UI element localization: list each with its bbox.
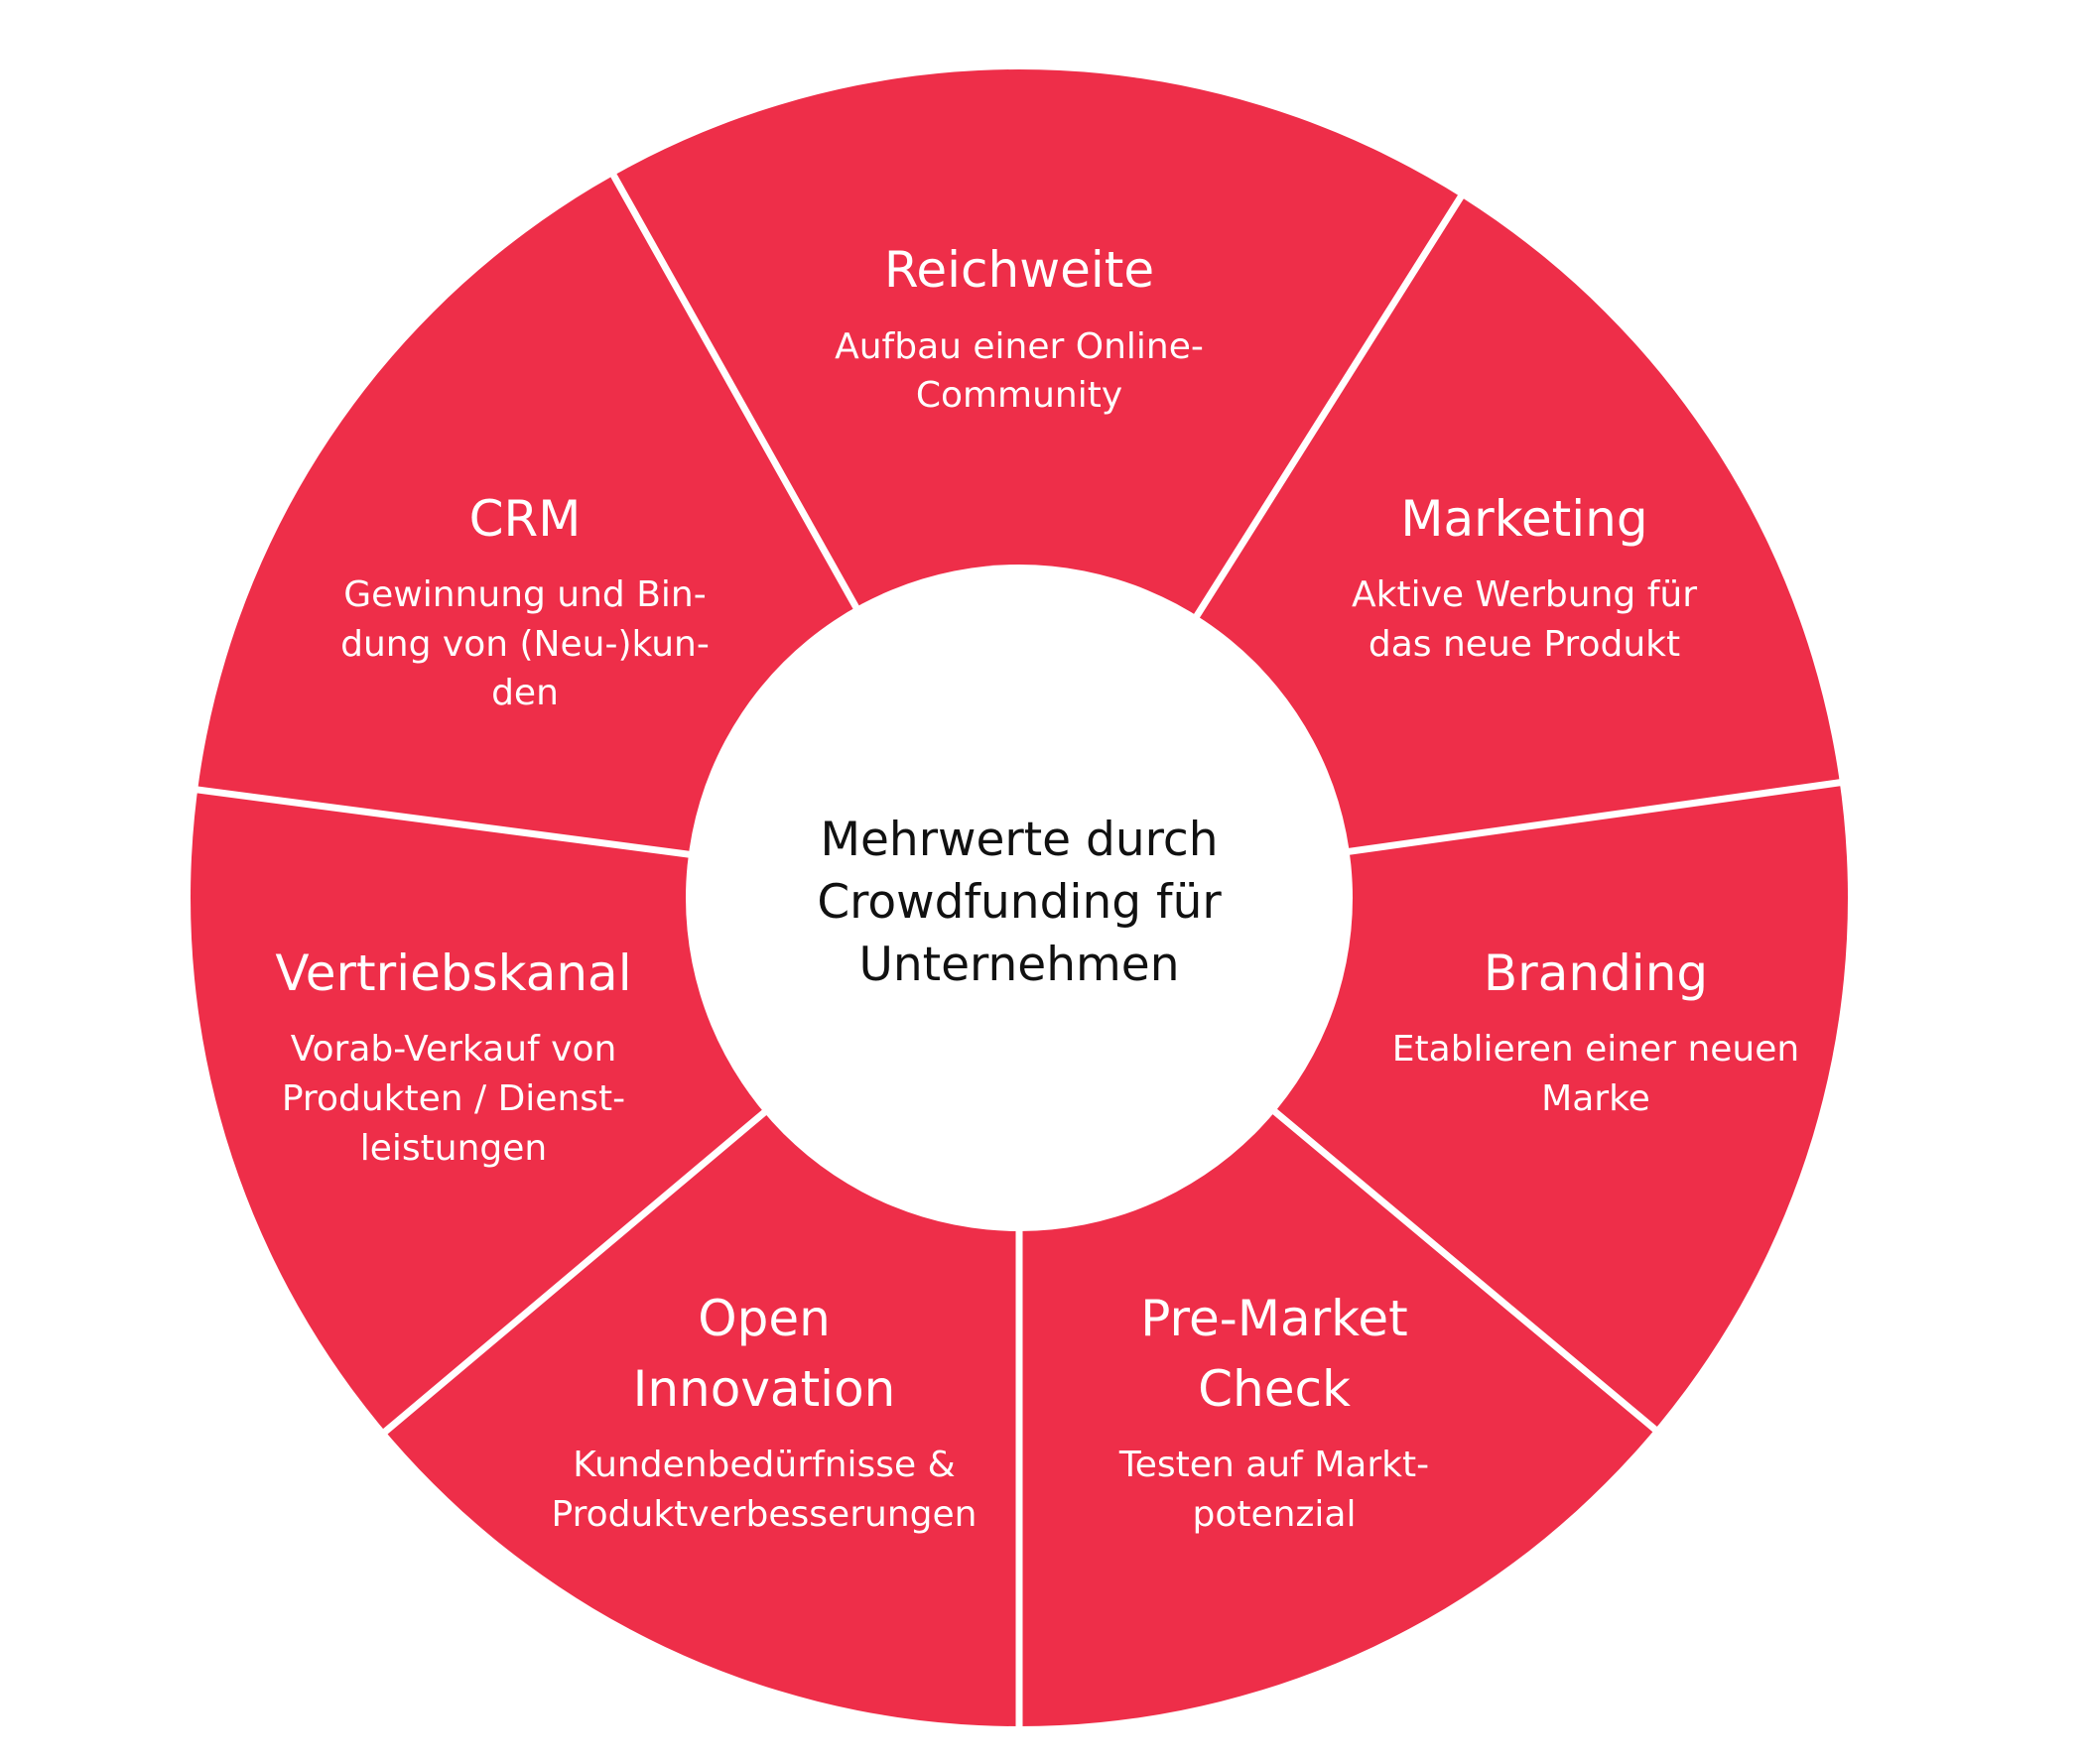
segment-desc: Community	[916, 375, 1122, 416]
segment-desc: Vorab-Verkauf von	[291, 1029, 617, 1070]
segment-title: Vertriebskanal	[275, 945, 631, 1002]
center-title-line: Crowdfunding für	[817, 875, 1222, 930]
segment-title: Check	[1198, 1360, 1351, 1418]
segment-desc: Etablieren einer neuen	[1392, 1029, 1799, 1070]
center-title: Mehrwerte durch Crowdfunding für Unterne…	[817, 813, 1222, 992]
segment-crm: CRM Gewinnung und Bin- dung von (Neu-)ku…	[340, 490, 710, 713]
segment-desc: Produktverbesserungen	[552, 1494, 978, 1535]
center-circle	[686, 565, 1353, 1231]
segment-vertriebskanal: Vertriebskanal Vorab-Verkauf von Produkt…	[275, 945, 631, 1169]
segment-desc: Aufbau einer Online-	[835, 326, 1204, 367]
segment-desc: Kundenbedürfnisse &	[573, 1445, 955, 1485]
segment-desc: potenzial	[1193, 1494, 1357, 1535]
center-title-line: Unternehmen	[858, 938, 1179, 992]
center-title-line: Mehrwerte durch	[820, 813, 1218, 867]
segment-desc: Gewinnung und Bin-	[343, 574, 706, 615]
segment-desc: das neue Produkt	[1369, 624, 1680, 665]
segment-desc: den	[491, 673, 559, 713]
segment-dividers	[187, 165, 1851, 1736]
segment-title: Marketing	[1400, 490, 1647, 548]
segment-pre-market-check: Pre-Market Check Testen auf Markt- poten…	[1118, 1290, 1429, 1535]
segment-title: Pre-Market	[1140, 1290, 1407, 1347]
segment-desc: Produkten / Dienst-	[282, 1078, 625, 1119]
segment-desc: Aktive Werbung für	[1352, 574, 1697, 615]
segment-title: Innovation	[633, 1360, 896, 1418]
segment-title: Branding	[1484, 945, 1708, 1002]
segment-desc: leistungen	[360, 1128, 547, 1169]
segment-reichweite: Reichweite Aufbau einer Online- Communit…	[835, 241, 1204, 416]
segment-title: Reichweite	[884, 241, 1154, 299]
segment-desc: dung von (Neu-)kun-	[340, 624, 710, 665]
segment-desc: Marke	[1541, 1078, 1650, 1119]
segment-desc: Testen auf Markt-	[1118, 1445, 1429, 1485]
segment-title: CRM	[469, 490, 582, 548]
segment-title: Open	[698, 1290, 831, 1347]
segment-marketing: Marketing Aktive Werbung für das neue Pr…	[1352, 490, 1697, 665]
segment-open-innovation: Open Innovation Kundenbedürfnisse & Prod…	[552, 1290, 978, 1535]
segment-branding: Branding Etablieren einer neuen Marke	[1392, 945, 1799, 1119]
